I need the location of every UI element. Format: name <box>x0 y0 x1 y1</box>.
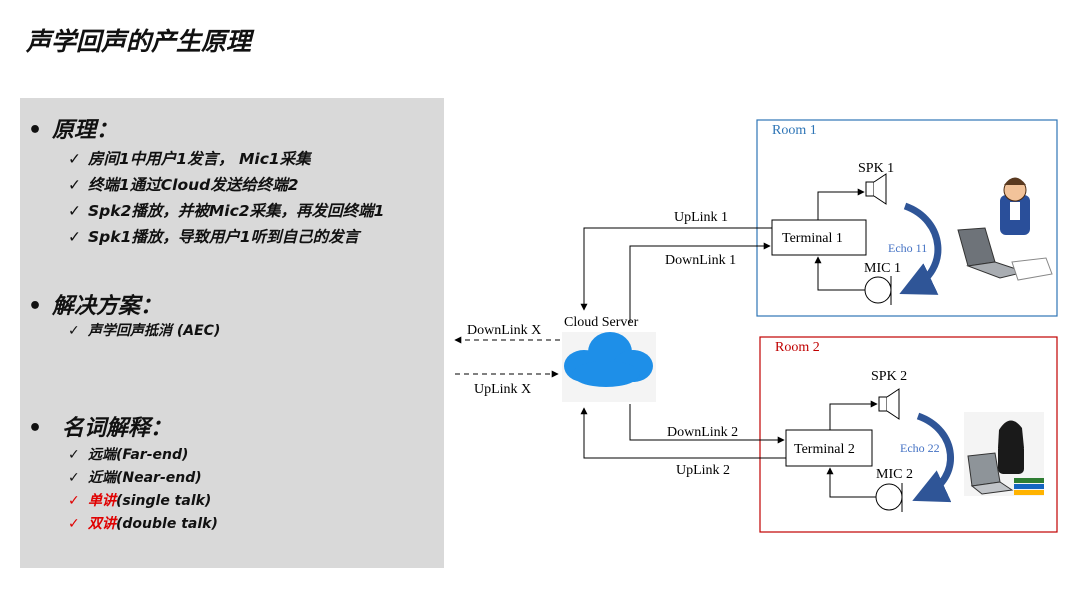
room1-speaker-label: SPK 1 <box>858 161 894 176</box>
uplink2-arrow <box>580 407 786 459</box>
check-icon: ✓ <box>68 323 80 339</box>
glossary-heading: •名词解释： <box>28 416 173 441</box>
room1-box <box>756 119 1058 317</box>
list-item: ✓Spk2播放，并被Mic2采集，再发回终端1 <box>68 198 384 224</box>
bullet-icon: • <box>28 416 43 441</box>
terminal2-to-speaker-arrow <box>829 400 878 430</box>
echo22-label: Echo 22 <box>900 441 940 455</box>
list-item: ✓终端1通过Cloud发送给终端2 <box>68 172 384 198</box>
solution-heading: •解决方案： <box>28 294 163 319</box>
mic-icon <box>875 483 903 511</box>
room1-mic-label: MIC 1 <box>864 261 901 276</box>
list-item: ✓房间1中用户1发言， Mic1采集 <box>68 146 384 172</box>
cloud-server-label: Cloud Server <box>564 315 639 330</box>
check-icon: ✓ <box>68 516 80 532</box>
room2-speaker-label: SPK 2 <box>871 369 907 384</box>
downlink1-arrow <box>629 242 771 322</box>
cloud-icon <box>562 332 656 402</box>
principle-list: ✓房间1中用户1发言， Mic1采集 ✓终端1通过Cloud发送给终端2 ✓Sp… <box>68 146 384 250</box>
room2-label: Room 2 <box>775 340 820 355</box>
uplink1-arrow <box>580 227 772 311</box>
terminal2-label: Terminal 2 <box>794 442 855 457</box>
check-icon: ✓ <box>68 228 81 246</box>
uplinkx-label: UpLink X <box>474 382 531 397</box>
echo22-arrow <box>912 412 954 503</box>
list-item: ✓单讲(single talk) <box>68 490 218 513</box>
mic-icon <box>864 276 892 304</box>
speaker-icon <box>878 388 900 420</box>
check-icon: ✓ <box>68 202 81 220</box>
downlink2-label: DownLink 2 <box>667 425 738 440</box>
check-icon: ✓ <box>68 447 80 463</box>
downlinkx-label: DownLink X <box>467 323 541 338</box>
echo-diagram: Room 1 SPK 1 Terminal 1 MIC 1 Echo 11 Ro… <box>454 119 1058 533</box>
echo11-label: Echo 11 <box>888 241 927 255</box>
list-item: ✓近端(Near-end) <box>68 467 218 490</box>
terminal1-label: Terminal 1 <box>782 231 843 246</box>
room1-label: Room 1 <box>772 123 817 138</box>
solution-list: ✓声学回声抵消 (AEC) <box>68 320 220 343</box>
user2-avatar <box>964 412 1044 496</box>
bullet-icon: • <box>28 118 43 143</box>
check-icon: ✓ <box>68 470 80 486</box>
room2-mic-label: MIC 2 <box>876 467 913 482</box>
uplink2-label: UpLink 2 <box>676 463 730 478</box>
terminal1-to-speaker-arrow <box>817 188 865 220</box>
mic2-to-terminal-arrow <box>826 467 876 498</box>
list-item: ✓Spk1播放，导致用户1听到自己的发言 <box>68 224 384 250</box>
page-title: 声学回声的产生原理 <box>26 27 252 56</box>
list-item: ✓声学回声抵消 (AEC) <box>68 320 220 343</box>
glossary-list: ✓远端(Far-end) ✓近端(Near-end) ✓单讲(single ta… <box>68 444 218 536</box>
downlink2-arrow <box>629 404 785 444</box>
bullet-icon: • <box>28 294 43 319</box>
uplink1-label: UpLink 1 <box>674 210 728 225</box>
downlink1-label: DownLink 1 <box>665 253 736 268</box>
principle-heading: •原理： <box>28 118 119 143</box>
check-icon: ✓ <box>68 150 81 168</box>
speaker-icon <box>865 173 887 205</box>
list-item: ✓双讲(double talk) <box>68 513 218 536</box>
terminal1-box <box>771 219 867 256</box>
check-icon: ✓ <box>68 493 80 509</box>
list-item: ✓远端(Far-end) <box>68 444 218 467</box>
check-icon: ✓ <box>68 176 81 194</box>
mic1-to-terminal-arrow <box>814 256 865 291</box>
user1-avatar <box>957 177 1053 281</box>
echo11-arrow <box>899 202 942 295</box>
terminal2-box <box>785 429 873 467</box>
room2-box <box>759 336 1058 533</box>
explanation-panel: •原理： ✓房间1中用户1发言， Mic1采集 ✓终端1通过Cloud发送给终端… <box>20 98 444 568</box>
